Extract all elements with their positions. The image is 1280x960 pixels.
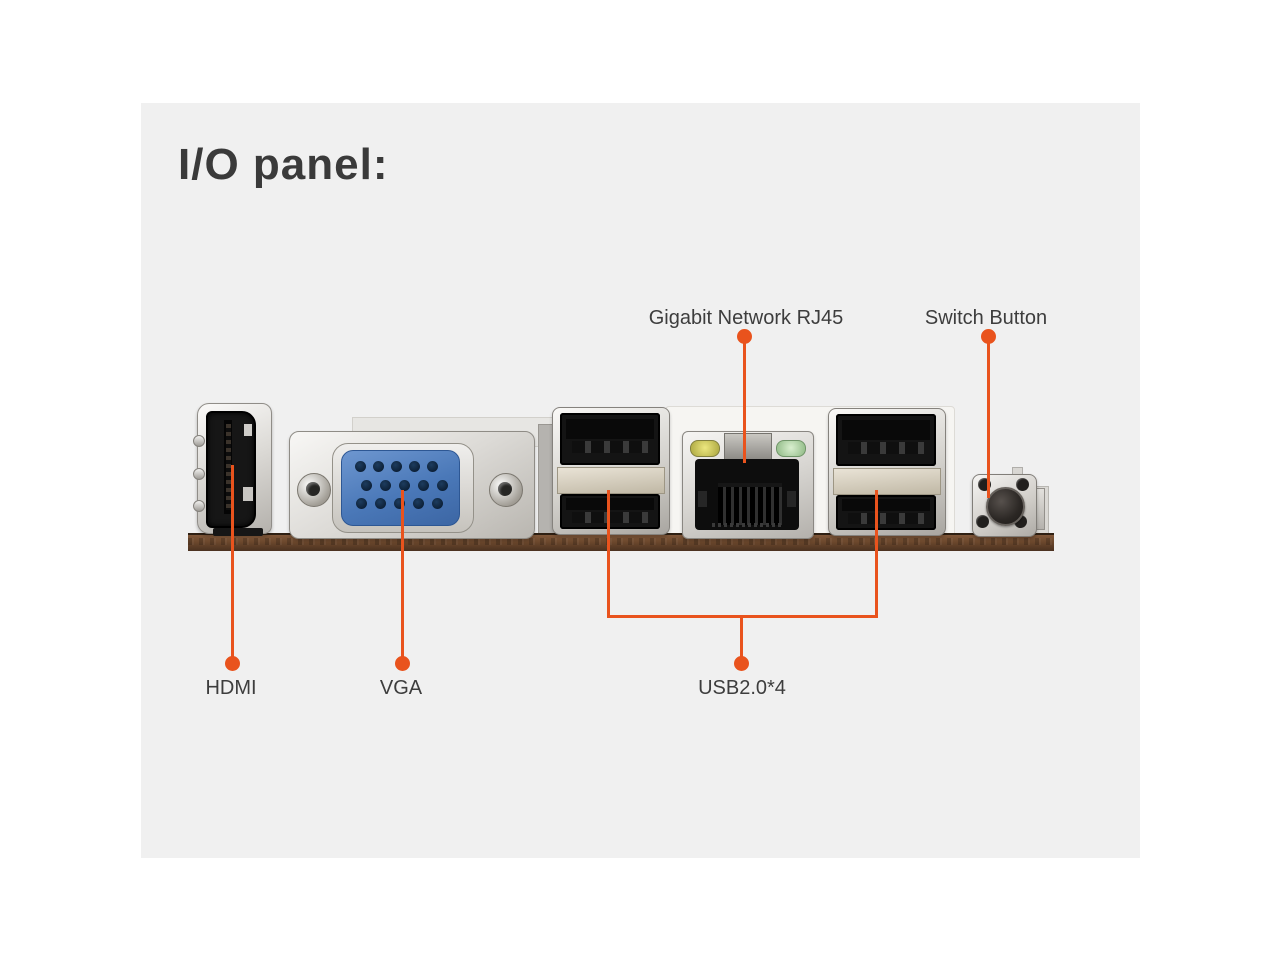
vga-pin-hole xyxy=(432,498,443,509)
callout-line-rj45 xyxy=(743,336,746,463)
hdmi-shell-bump xyxy=(193,500,205,512)
usb-tongue xyxy=(566,419,654,439)
rj45-contact-pins xyxy=(718,483,782,525)
usb-contacts xyxy=(848,513,924,524)
hdmi-shell-bump xyxy=(193,468,205,480)
vga-pin-hole xyxy=(380,480,391,491)
hdmi-latch-tab xyxy=(243,487,253,501)
vga-pin-hole xyxy=(356,498,367,509)
usb-contacts xyxy=(848,442,924,454)
vga-pin-hole xyxy=(413,498,424,509)
usb-contacts xyxy=(572,512,648,523)
vga-pin-hole xyxy=(399,480,410,491)
usb-tongue xyxy=(842,499,930,511)
label-rj45: Gigabit Network RJ45 xyxy=(648,307,844,329)
label-usb: USB2.0*4 xyxy=(698,677,786,699)
vga-pin-hole xyxy=(373,461,384,472)
switch-push-cap xyxy=(986,487,1025,526)
callout-line-usb-horizontal xyxy=(607,615,878,618)
label-switch: Switch Button xyxy=(924,307,1048,329)
callout-line-vga xyxy=(401,490,404,663)
callout-dot-usb xyxy=(734,656,749,671)
usb-port-stack-1 xyxy=(552,407,670,535)
usb-contacts xyxy=(572,441,648,453)
switch-button xyxy=(972,467,1045,537)
vga-pin-hole xyxy=(418,480,429,491)
vga-pin-hole xyxy=(409,461,420,472)
rj45-led-green xyxy=(776,440,806,457)
usb-tongue xyxy=(842,420,930,440)
callout-dot-vga xyxy=(395,656,410,671)
callout-line-usb-stem xyxy=(740,617,743,663)
rj45-port xyxy=(682,431,814,539)
rj45-top-tab xyxy=(724,433,772,461)
usb-divider xyxy=(833,468,941,495)
callout-dot-hdmi xyxy=(225,656,240,671)
vga-pin-hole xyxy=(427,461,438,472)
callout-line-switch xyxy=(987,336,990,498)
rj45-bottom-detail xyxy=(712,523,782,527)
page-title: I/O panel: xyxy=(178,140,389,189)
label-hdmi: HDMI xyxy=(205,677,257,699)
hdmi-latch-tab xyxy=(244,424,252,436)
usb-port-stack-2 xyxy=(828,408,946,536)
vga-pin-hole xyxy=(361,480,372,491)
rj45-led-yellow xyxy=(690,440,720,457)
vga-screw-right-hole xyxy=(498,482,512,496)
callout-line-usb-right xyxy=(875,490,878,618)
vga-pin-hole xyxy=(394,498,405,509)
callout-line-usb-left xyxy=(607,490,610,618)
rj45-side-notch xyxy=(698,491,707,507)
hdmi-mount-foot xyxy=(213,528,263,536)
vga-screw-left xyxy=(297,473,331,507)
hdmi-contact-pins xyxy=(226,424,231,510)
vga-pin-hole xyxy=(375,498,386,509)
vga-pin-hole xyxy=(391,461,402,472)
switch-corner-screw xyxy=(976,515,989,528)
usb-divider xyxy=(557,467,665,494)
callout-dot-switch xyxy=(981,329,996,344)
vga-pin-hole xyxy=(437,480,448,491)
hdmi-shell-bump xyxy=(193,435,205,447)
vga-pin-hole xyxy=(355,461,366,472)
switch-corner-screw xyxy=(1016,478,1029,491)
vga-screw-left-hole xyxy=(306,482,320,496)
callout-line-hdmi xyxy=(231,465,234,663)
callout-dot-rj45 xyxy=(737,329,752,344)
label-vga: VGA xyxy=(379,677,423,699)
usb-tongue xyxy=(566,498,654,510)
rj45-side-notch xyxy=(787,491,796,507)
